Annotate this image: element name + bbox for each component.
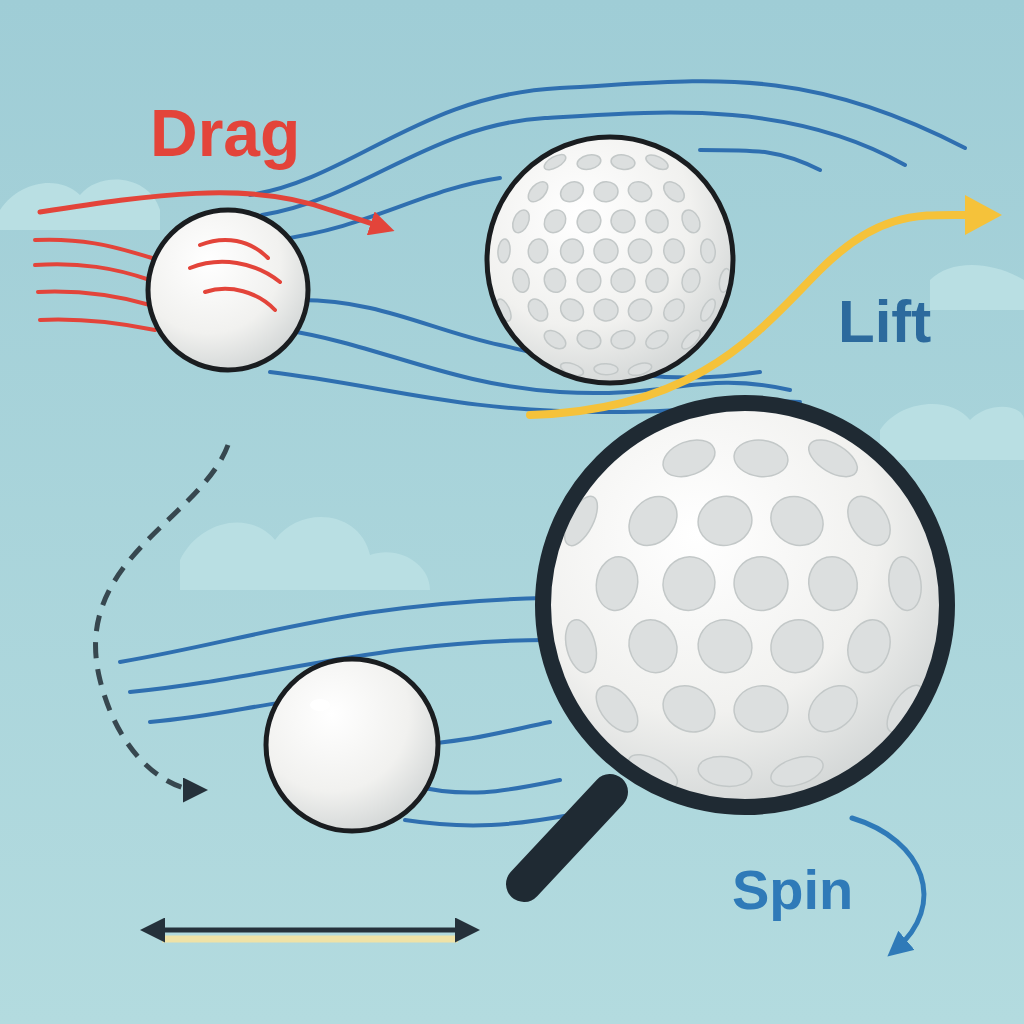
dimple <box>658 433 720 483</box>
dimple <box>593 298 619 322</box>
dimple <box>573 206 605 237</box>
dimple <box>509 207 532 235</box>
dimple <box>524 295 552 324</box>
dimpled-ball <box>487 137 733 383</box>
force-label: Spin <box>732 862 853 918</box>
dimple <box>841 614 897 678</box>
dimple <box>660 178 688 206</box>
dimple <box>800 676 867 741</box>
dimple <box>731 682 791 736</box>
dimple <box>678 207 703 236</box>
trajectory-arrow <box>96 445 228 790</box>
dimple <box>592 554 641 614</box>
dimple <box>642 265 672 296</box>
dimple <box>641 205 672 237</box>
dimple <box>541 266 569 296</box>
dimple <box>540 206 570 237</box>
dimple <box>624 295 655 325</box>
dimple <box>662 238 686 265</box>
dimple <box>590 235 622 267</box>
dimple <box>886 555 925 613</box>
dimple <box>696 754 753 790</box>
dimple <box>608 207 638 236</box>
dimple <box>693 491 757 551</box>
spin-arrow <box>852 818 924 950</box>
dimple <box>541 327 569 353</box>
dimple <box>839 489 899 554</box>
smooth-ball <box>266 659 438 831</box>
dimple <box>593 181 618 202</box>
force-label: Lift <box>838 292 931 352</box>
dimple <box>575 328 603 351</box>
dimple <box>700 238 717 263</box>
dimple <box>510 267 531 294</box>
dimple <box>643 327 672 353</box>
dimple <box>557 178 587 206</box>
dimple <box>723 546 798 621</box>
dimple <box>525 178 552 205</box>
dimple <box>621 612 686 680</box>
dimple <box>594 363 618 375</box>
dimple <box>497 238 511 263</box>
dimple <box>644 152 671 173</box>
dimple <box>607 264 640 297</box>
dimple <box>556 295 588 326</box>
dimple <box>760 609 833 683</box>
dimple <box>689 611 761 682</box>
dimple <box>527 238 549 264</box>
dimple <box>572 264 605 297</box>
dimple <box>655 677 723 741</box>
dimple <box>625 178 655 205</box>
airflow-streamlines <box>250 81 965 412</box>
dimple <box>660 295 689 325</box>
dimple <box>680 267 703 295</box>
dimple <box>610 153 636 170</box>
magnifying-glass <box>524 403 947 884</box>
dimple <box>762 487 833 555</box>
dimple <box>625 236 654 266</box>
dimple <box>679 327 704 352</box>
dimension-arrow <box>150 930 470 939</box>
dimple <box>558 237 586 266</box>
force-label: Drag <box>150 100 300 166</box>
dimple <box>655 549 722 618</box>
dimple <box>610 329 637 351</box>
dimple <box>576 153 602 172</box>
dimple <box>619 487 687 555</box>
smooth-ball <box>148 210 308 370</box>
dimple <box>560 617 601 676</box>
dimple <box>732 437 790 479</box>
dimple <box>803 552 863 616</box>
